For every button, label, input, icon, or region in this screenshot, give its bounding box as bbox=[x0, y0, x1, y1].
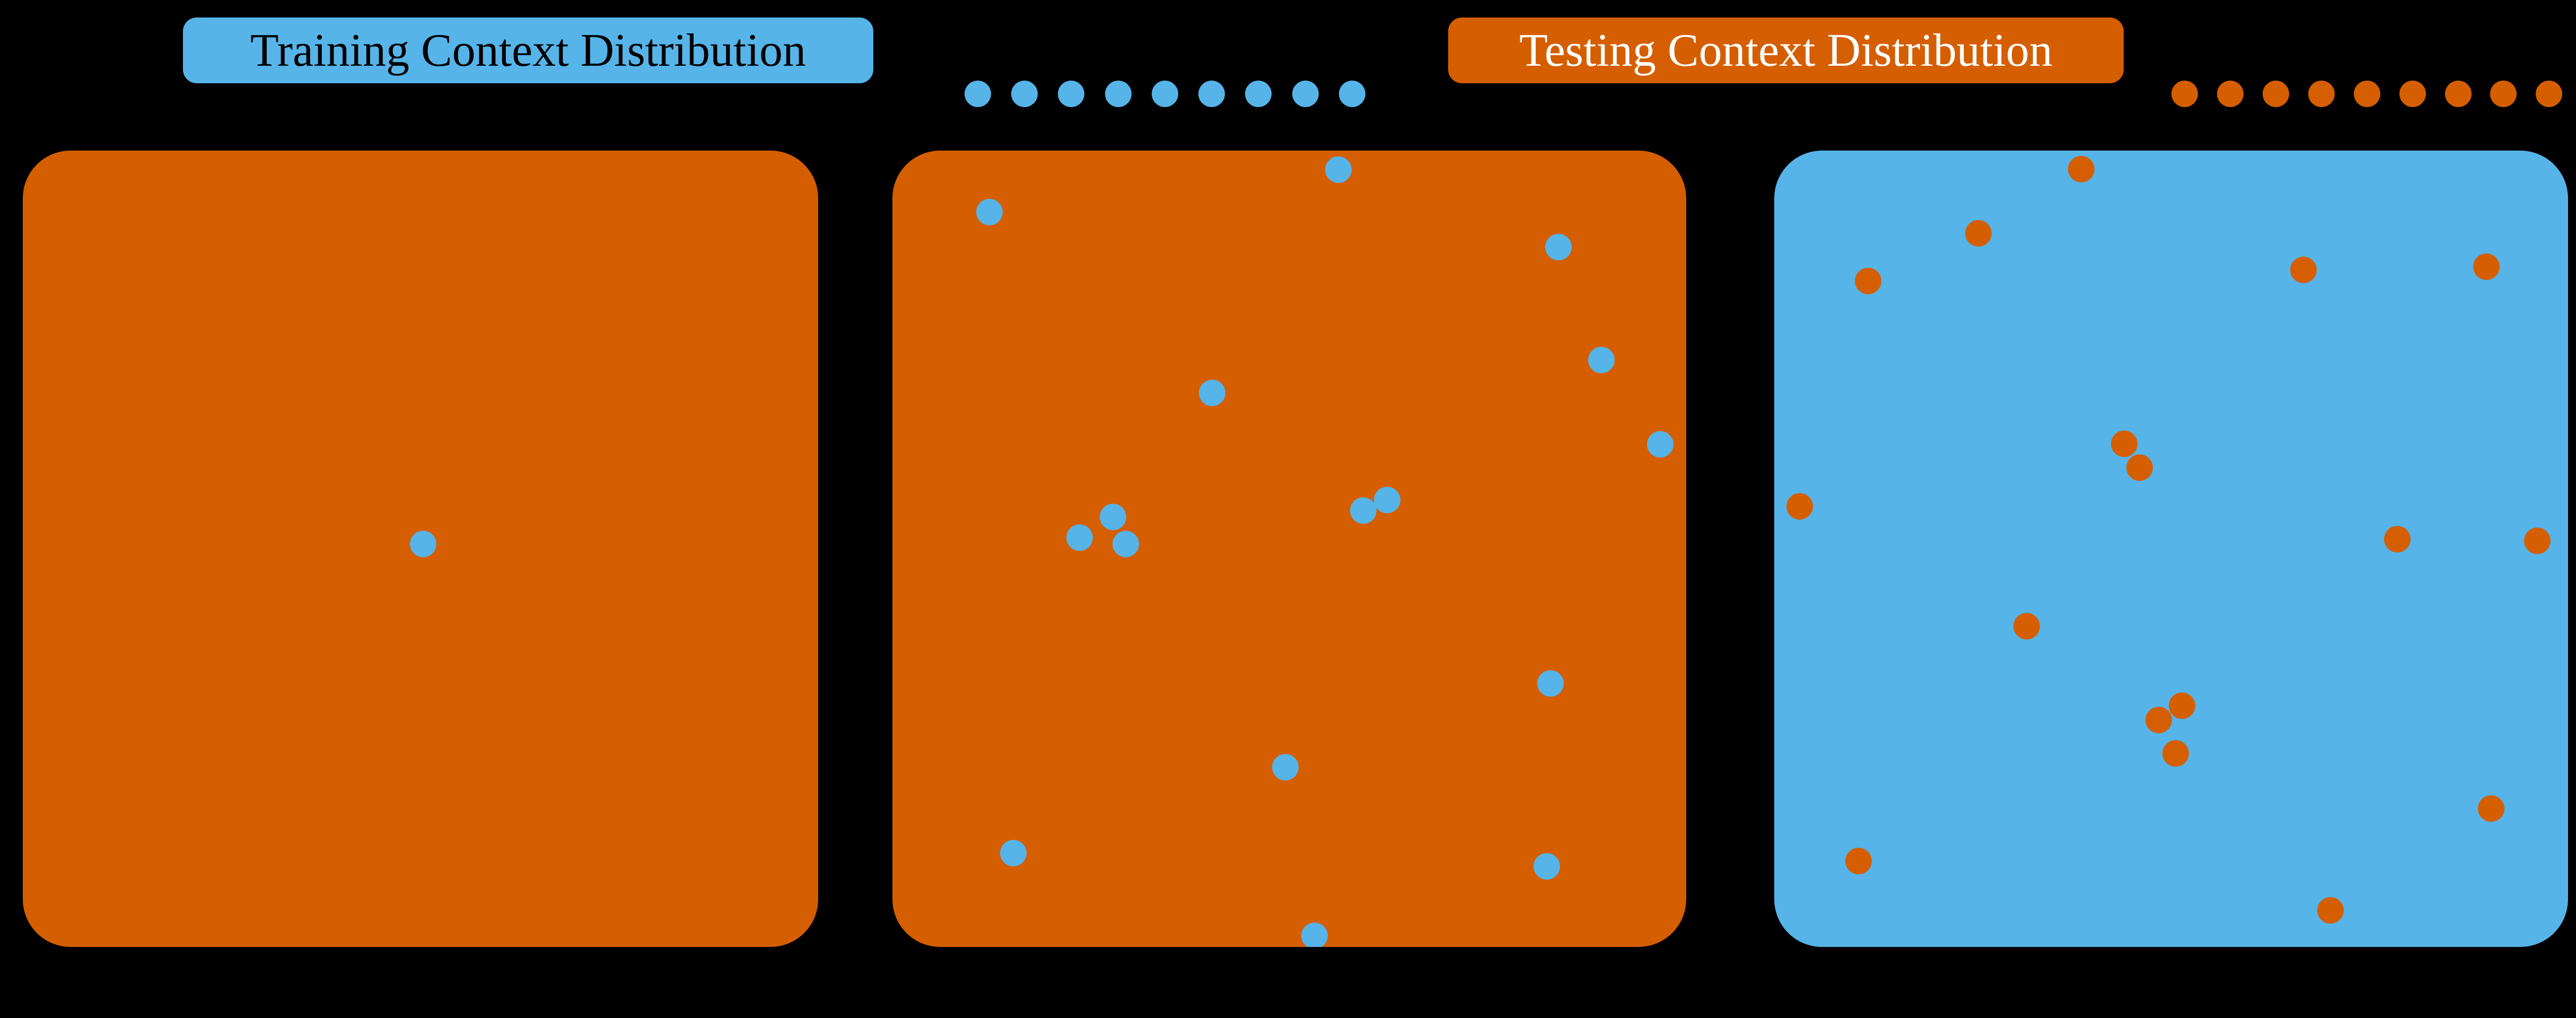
training-label-text: Training Context Distribution bbox=[250, 24, 806, 76]
training-sample-dot bbox=[1152, 81, 1178, 107]
context-dot bbox=[2524, 527, 2551, 554]
context-dot bbox=[976, 198, 1003, 225]
context-dot bbox=[1066, 524, 1093, 551]
testing-sample-dot bbox=[2490, 81, 2517, 107]
context-dot bbox=[2169, 692, 2196, 719]
context-dot bbox=[1272, 753, 1299, 780]
context-dot bbox=[1965, 220, 1992, 247]
context-dot bbox=[1537, 670, 1564, 697]
training-sample-dot bbox=[1105, 81, 1132, 107]
testing-sample-dot bbox=[2399, 81, 2426, 107]
context-dot bbox=[2068, 155, 2095, 182]
context-dot bbox=[409, 530, 436, 557]
testing-context-distribution-label: Testing Context Distribution bbox=[1448, 17, 2124, 83]
training-sample-dot bbox=[1058, 81, 1084, 107]
training-sample-dot bbox=[1011, 81, 1038, 107]
testing-sample-dot bbox=[2263, 81, 2289, 107]
context-dot bbox=[2384, 525, 2411, 552]
context-dot bbox=[1112, 530, 1140, 557]
testing-sample-dot bbox=[2445, 81, 2472, 107]
context-dot bbox=[1301, 922, 1328, 947]
training-sample-dot bbox=[1245, 81, 1272, 107]
context-dot bbox=[1373, 487, 1400, 514]
training-context-distribution-label: Training Context Distribution bbox=[183, 17, 873, 83]
context-dot bbox=[2013, 612, 2040, 639]
context-dot bbox=[1350, 497, 1377, 524]
context-dot bbox=[1325, 156, 1352, 183]
context-dot bbox=[1588, 347, 1615, 374]
context-dot bbox=[1100, 503, 1127, 530]
training-sample-dot bbox=[1292, 81, 1319, 107]
testing-sample-dot bbox=[2171, 81, 2198, 107]
context-dot bbox=[2111, 430, 2138, 457]
context-dot bbox=[1533, 853, 1560, 880]
training-sample-dot bbox=[1198, 81, 1225, 107]
context-dot bbox=[2145, 706, 2172, 733]
context-dot bbox=[2477, 795, 2504, 822]
training-sample-dot bbox=[965, 81, 991, 107]
panel-testing-samples bbox=[1774, 151, 2568, 947]
testing-label-text: Testing Context Distribution bbox=[1519, 24, 2053, 76]
context-dot bbox=[2317, 897, 2344, 924]
context-dot bbox=[1000, 839, 1027, 866]
context-dot bbox=[2290, 257, 2317, 284]
testing-sample-dot bbox=[2308, 81, 2335, 107]
context-dot bbox=[1646, 431, 1673, 458]
context-dot bbox=[2162, 740, 2189, 767]
context-dot bbox=[1786, 493, 1813, 520]
panel-training-samples bbox=[892, 151, 1686, 947]
context-dot bbox=[1545, 233, 1572, 260]
context-dot bbox=[2126, 454, 2153, 481]
context-dot bbox=[1199, 379, 1226, 406]
testing-sample-dot bbox=[2354, 81, 2380, 107]
training-sample-dot bbox=[1339, 81, 1365, 107]
context-dot bbox=[2473, 253, 2500, 280]
panel-training-distribution bbox=[23, 151, 818, 947]
testing-sample-dot bbox=[2217, 81, 2244, 107]
testing-sample-dot bbox=[2536, 81, 2562, 107]
context-dot bbox=[1854, 268, 1881, 295]
context-dot bbox=[1845, 847, 1872, 874]
